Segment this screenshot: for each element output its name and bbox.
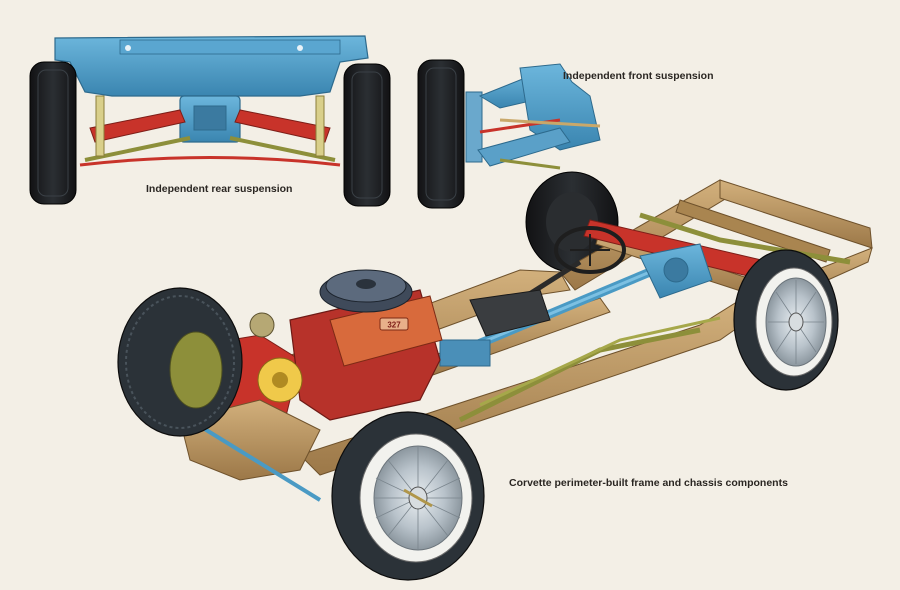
rear-suspension-illustration xyxy=(29,35,391,207)
front-suspension-caption: Independent front suspension xyxy=(563,70,714,82)
engine-badge-text: 327 xyxy=(387,321,401,330)
rear-right-tire xyxy=(343,63,391,207)
chassis-caption: Corvette perimeter-built frame and chass… xyxy=(509,477,788,489)
rear-suspension-caption: Independent rear suspension xyxy=(146,183,293,195)
rear-right-wheel xyxy=(733,249,839,391)
engine-badge: 327 xyxy=(379,317,409,331)
engine: 327 xyxy=(249,269,443,421)
rear-left-tire xyxy=(29,61,77,205)
radiator-fan xyxy=(257,357,303,403)
front-suspension-illustration xyxy=(417,59,601,209)
main-chassis-illustration: 327 xyxy=(117,171,873,581)
front-suspension-tire xyxy=(417,59,465,209)
rear-far-wheel xyxy=(525,171,619,273)
differential xyxy=(639,243,713,299)
air-cleaner xyxy=(319,269,413,313)
front-left-wheel xyxy=(117,287,243,437)
steering-wheel xyxy=(554,226,626,274)
front-right-wheel xyxy=(331,411,485,581)
